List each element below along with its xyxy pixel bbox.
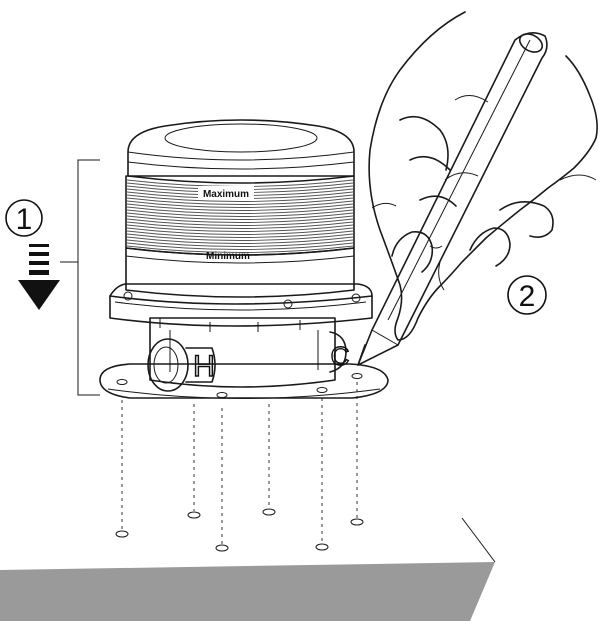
down-arrow-icon	[18, 244, 60, 310]
surface-holes	[115, 508, 364, 552]
pencil	[357, 32, 548, 366]
lens-rib	[126, 218, 354, 226]
maximum-label-group: Maximum	[198, 186, 254, 200]
port-letter-h: H	[193, 350, 215, 383]
port-letter-c: C	[331, 341, 350, 371]
lens-rib	[126, 239, 354, 247]
lens-rib	[126, 245, 354, 253]
minimum-label-group: Minimum	[206, 251, 250, 262]
mounting-surface	[0, 517, 496, 621]
step-2-number: 2	[519, 280, 536, 313]
lens-rib	[126, 197, 354, 205]
lens-rib	[126, 236, 354, 244]
base-flange	[99, 363, 389, 399]
step-1-marker: 1	[5, 199, 43, 237]
lens-rib	[126, 200, 354, 208]
lens-rib	[126, 224, 354, 232]
flange-hole	[316, 387, 328, 393]
surface-hole	[215, 544, 229, 552]
lens-rib	[126, 227, 354, 235]
base-body	[149, 317, 336, 388]
maximum-label: Maximum	[203, 189, 249, 200]
dome-top	[127, 119, 355, 184]
lens-rib	[126, 212, 354, 220]
lens-rib	[126, 215, 354, 223]
surface-hole	[262, 508, 276, 516]
cable-port-h: H	[147, 338, 216, 392]
ring-bolt	[351, 293, 361, 303]
step-1-number: 1	[16, 203, 33, 236]
flange-hole	[116, 379, 128, 385]
flange-hole	[216, 392, 228, 398]
step-2-marker: 2	[507, 275, 547, 315]
surface-hole	[187, 511, 201, 519]
lens-rib	[126, 230, 354, 238]
surface-hole	[115, 530, 129, 538]
mounting-ring	[109, 283, 373, 332]
lens-rib	[126, 206, 354, 214]
lens-rib	[126, 194, 354, 202]
lens-rib	[126, 209, 354, 217]
lens-rib	[126, 203, 354, 211]
surface-hole	[350, 518, 364, 526]
minimum-label: Minimum	[206, 251, 250, 262]
cable-port-c: C	[329, 331, 350, 373]
lens-rib	[126, 233, 354, 241]
alignment-lines	[121, 382, 358, 544]
lens-rib	[126, 221, 354, 229]
ring-bolt	[283, 299, 293, 309]
surface-hole	[315, 543, 329, 551]
ring-bolt	[123, 291, 133, 301]
flange-hole	[351, 373, 363, 379]
lens-rib	[126, 242, 354, 250]
height-bracket	[60, 159, 100, 396]
hand-with-pencil	[357, 11, 598, 366]
